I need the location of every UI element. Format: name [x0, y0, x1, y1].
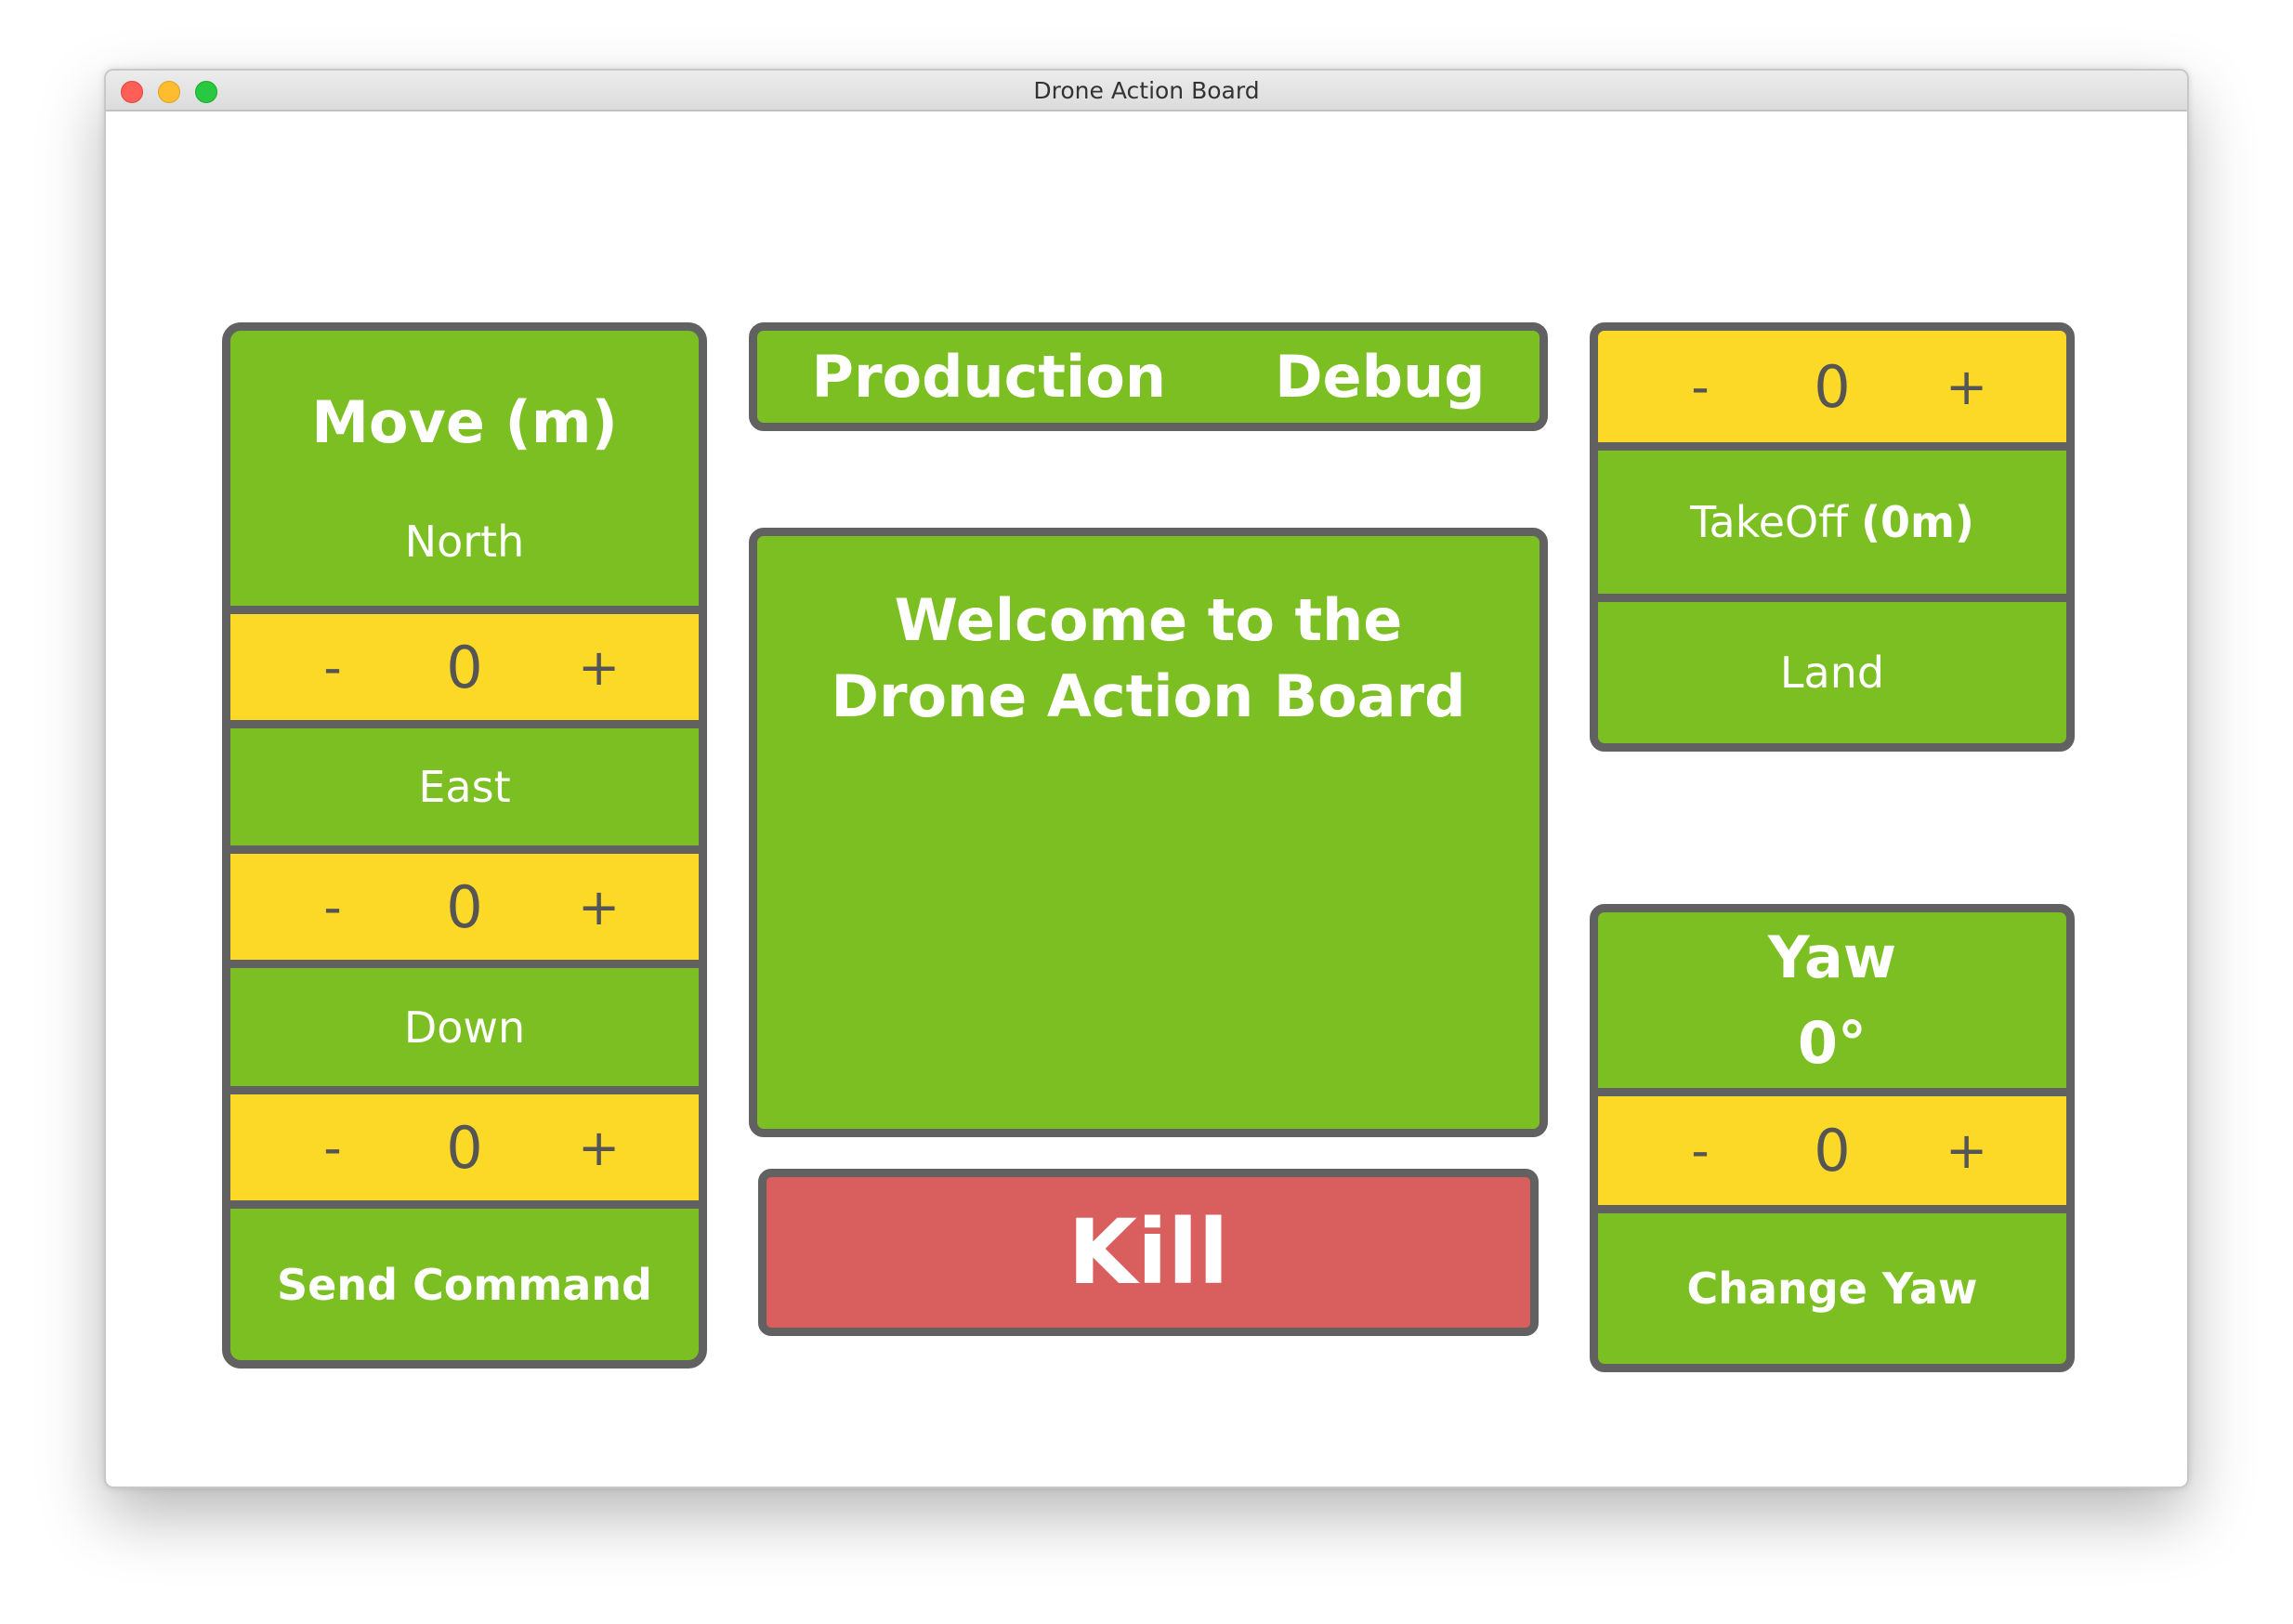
down-stepper: - 0 + [230, 1094, 699, 1209]
down-label: Down [403, 1002, 526, 1053]
send-command-button[interactable]: Send Command [230, 1209, 699, 1360]
takeoff-stepper: - 0 + [1598, 331, 2066, 451]
yaw-title: Yaw [1767, 923, 1897, 991]
down-value: 0 [446, 1113, 483, 1182]
app-window: Drone Action Board Move (m) North - 0 + … [104, 69, 2189, 1488]
kill-label: Kill [1068, 1200, 1229, 1304]
land-label: Land [1779, 648, 1885, 698]
east-decrement-button[interactable]: - [323, 877, 342, 936]
move-title: Move (m) [311, 388, 618, 457]
down-row: Down [230, 968, 699, 1094]
yaw-increment-button[interactable]: + [1945, 1121, 1988, 1180]
takeoff-panel: - 0 + TakeOff (0m) Land [1590, 322, 2075, 752]
yaw-decrement-button[interactable]: - [1691, 1121, 1710, 1180]
yaw-value: 0 [1814, 1117, 1851, 1185]
takeoff-label: TakeOff [1690, 497, 1848, 547]
status-display: Welcome to the Drone Action Board [749, 528, 1548, 1137]
welcome-message: Welcome to the Drone Action Board [831, 586, 1466, 730]
change-yaw-label: Change Yaw [1686, 1264, 1978, 1314]
change-yaw-button[interactable]: Change Yaw [1598, 1213, 2066, 1364]
move-panel: Move (m) North - 0 + East - 0 + Down - 0 [222, 322, 707, 1369]
yaw-stepper: - 0 + [1598, 1096, 2066, 1213]
takeoff-increment-button[interactable]: + [1945, 357, 1988, 416]
east-stepper: - 0 + [230, 854, 699, 968]
close-window-button[interactable] [121, 81, 143, 103]
title-bar: Drone Action Board [106, 71, 2187, 111]
takeoff-button[interactable]: TakeOff (0m) [1598, 451, 2066, 602]
north-value: 0 [446, 633, 483, 701]
send-command-label: Send Command [277, 1259, 652, 1310]
board: Move (m) North - 0 + East - 0 + Down - 0 [106, 113, 2187, 1486]
down-decrement-button[interactable]: - [323, 1118, 342, 1177]
north-decrement-button[interactable]: - [323, 637, 342, 697]
north-stepper: - 0 + [230, 614, 699, 728]
zoom-window-button[interactable] [195, 81, 217, 103]
mode-toggle: Production Debug [749, 322, 1548, 431]
takeoff-amount: (0m) [1860, 497, 1974, 547]
east-value: 0 [446, 872, 483, 941]
move-header: Move (m) North [230, 331, 699, 614]
down-increment-button[interactable]: + [577, 1118, 621, 1177]
yaw-header: Yaw 0° [1598, 912, 2066, 1096]
east-increment-button[interactable]: + [577, 877, 621, 936]
east-label: East [418, 762, 511, 812]
takeoff-decrement-button[interactable]: - [1691, 357, 1710, 416]
window-title: Drone Action Board [1033, 77, 1260, 104]
yaw-current-value: 0° [1797, 1008, 1867, 1077]
east-row: East [230, 728, 699, 854]
takeoff-value: 0 [1814, 352, 1851, 421]
debug-mode-button[interactable]: Debug [1275, 343, 1486, 411]
north-label: North [404, 516, 525, 567]
land-button[interactable]: Land [1598, 602, 2066, 743]
north-increment-button[interactable]: + [577, 637, 621, 697]
yaw-panel: Yaw 0° - 0 + Change Yaw [1590, 904, 2075, 1372]
kill-button[interactable]: Kill [758, 1169, 1539, 1336]
production-mode-button[interactable]: Production [811, 343, 1167, 411]
minimize-window-button[interactable] [158, 81, 180, 103]
